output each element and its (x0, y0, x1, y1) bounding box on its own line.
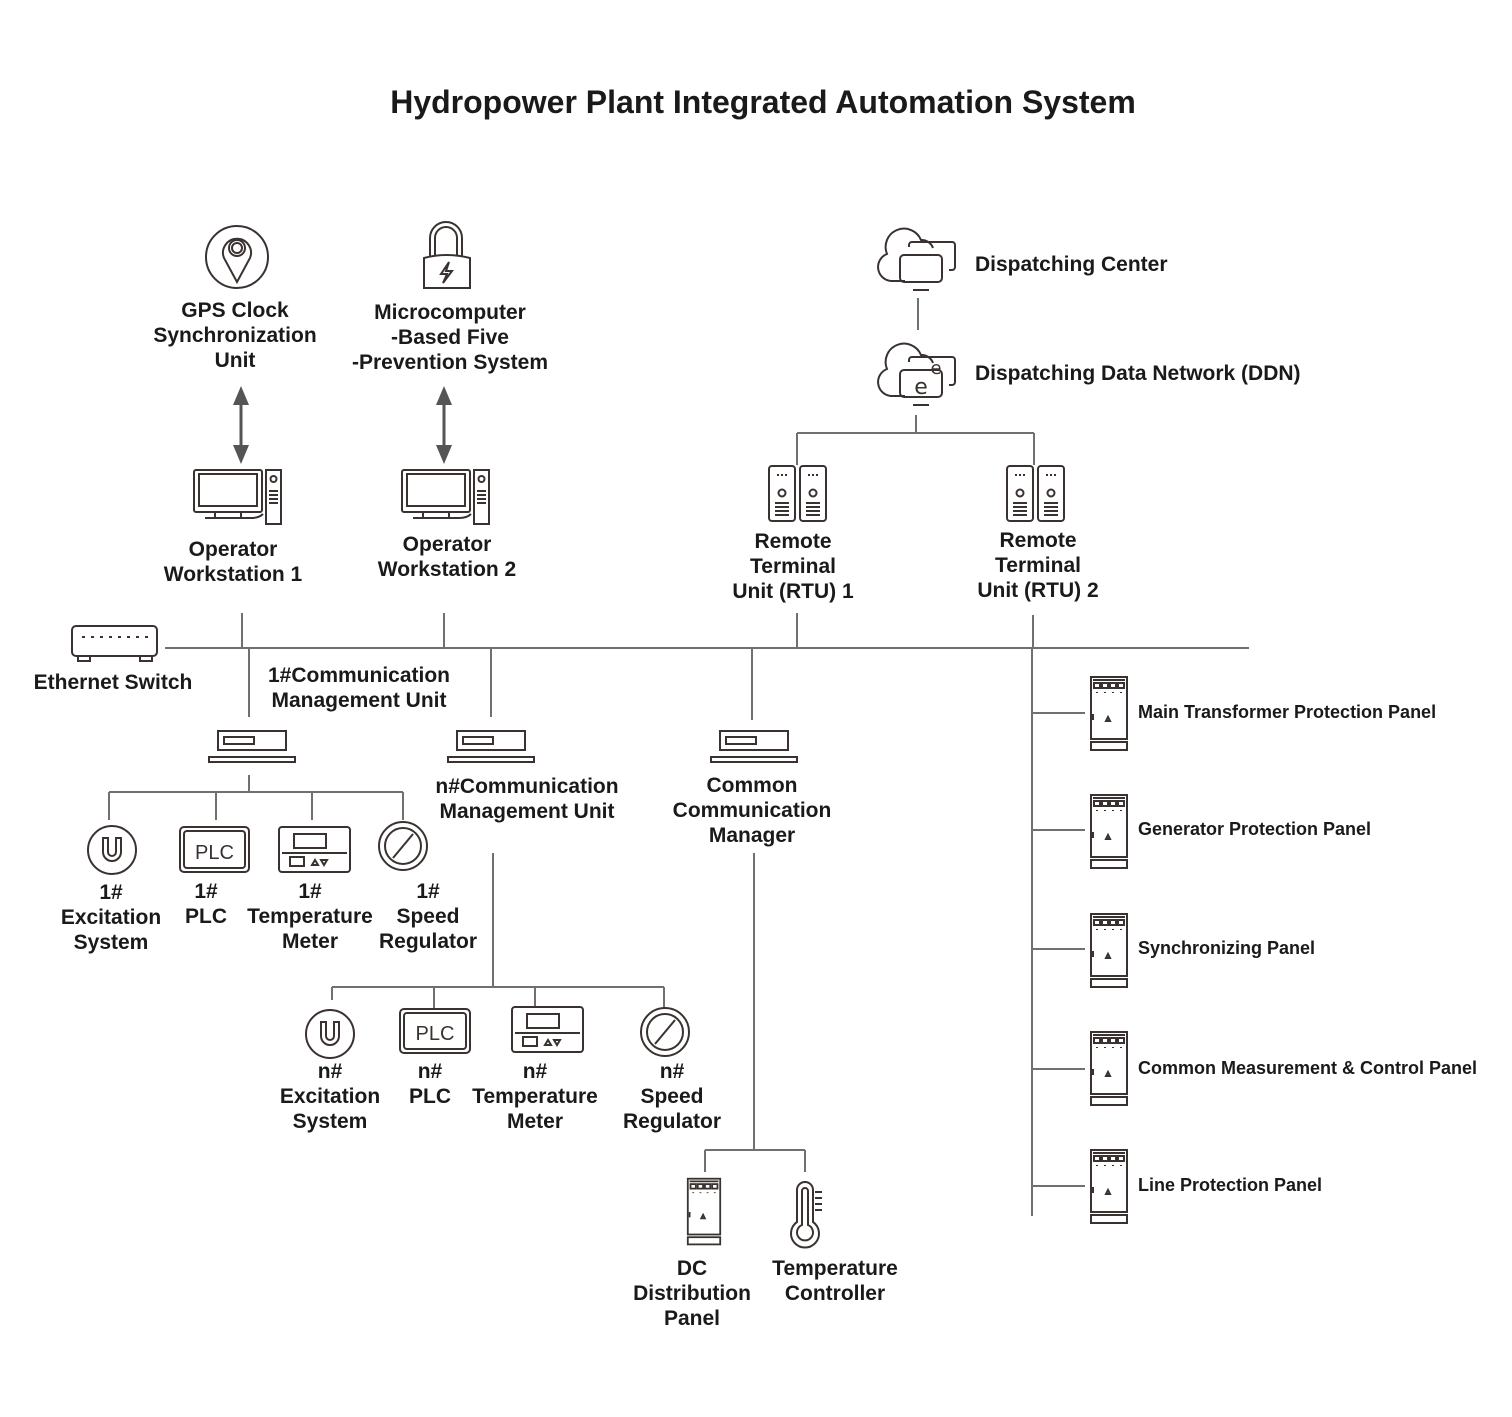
panel-label: Line Protection Panel (1138, 1175, 1323, 1195)
panel-label: Main Transformer Protection Panel (1138, 702, 1437, 722)
svg-text:e: e (914, 375, 928, 400)
cmu-1-label: 1#Communication Management Unit (267, 664, 451, 712)
unit1-plc-label: 1# PLC (185, 880, 227, 928)
ethernet-switch-label: Ethernet Switch (33, 671, 193, 694)
common-manager-label: Common Communication Manager (672, 774, 832, 847)
workstation-2-label: Operator Workstation 2 (377, 533, 517, 581)
rtu-1-label: Remote Terminal Unit (RTU) 1 (732, 530, 854, 603)
rtu-2-label: Remote Terminal Unit (RTU) 2 (977, 529, 1099, 602)
panel-label: Common Measurement & Control Panel (1138, 1058, 1478, 1078)
panel-labels: Main Transformer Protection Panel Genera… (1138, 702, 1478, 1195)
diagram-title: Hydropower Plant Integrated Automation S… (390, 84, 1136, 120)
svg-text:e: e (930, 358, 941, 379)
bidirectional-arrow-gps (233, 386, 249, 464)
panel-label: Synchronizing Panel (1138, 938, 1316, 958)
dc-panel-label: DC Distribution Panel (633, 1257, 751, 1330)
unitn-temp-meter-label: n# Temperature Meter (472, 1060, 598, 1133)
workstation-1-label: Operator Workstation 1 (163, 538, 303, 586)
gps-clock-label: GPS Clock Synchronization Unit (153, 299, 317, 372)
temp-controller-label: Temperature Controller (772, 1257, 898, 1305)
connector-lines (108, 298, 1249, 1216)
ddn-cloud-network-icon: e e (877, 342, 956, 406)
plc-icon: PLC (399, 1008, 471, 1054)
ddn-label: Dispatching Data Network (DDN) (975, 362, 1301, 385)
svg-text:PLC: PLC (195, 842, 234, 864)
five-prevention-label: Microcomputer -Based Five -Prevention Sy… (351, 301, 549, 374)
unit1-temp-meter-label: 1# Temperature Meter (247, 880, 373, 953)
unit1-speed-regulator-label: 1# Speed Regulator (378, 880, 478, 953)
plc-icon: PLC (179, 826, 250, 873)
gps-location-clock-icon (205, 225, 269, 289)
panel-label: Generator Protection Panel (1138, 819, 1372, 839)
ethernet-switch-icon (71, 625, 158, 662)
padlock-lightning-icon (423, 221, 471, 289)
unit1-excitation-label: 1# Excitation System (60, 881, 162, 954)
dispatching-center-label: Dispatching Center (975, 253, 1168, 276)
unitn-plc-label: n# PLC (409, 1060, 451, 1108)
unitn-speed-regulator-label: n# Speed Regulator (622, 1060, 722, 1133)
unitn-excitation-label: n# Excitation System (279, 1060, 381, 1133)
svg-text:PLC: PLC (416, 1023, 455, 1045)
cmu-n-label: n#Communication Management Unit (435, 775, 619, 823)
thermometer-icon (790, 1181, 822, 1249)
bidirectional-arrow-five-prevention (436, 386, 452, 464)
